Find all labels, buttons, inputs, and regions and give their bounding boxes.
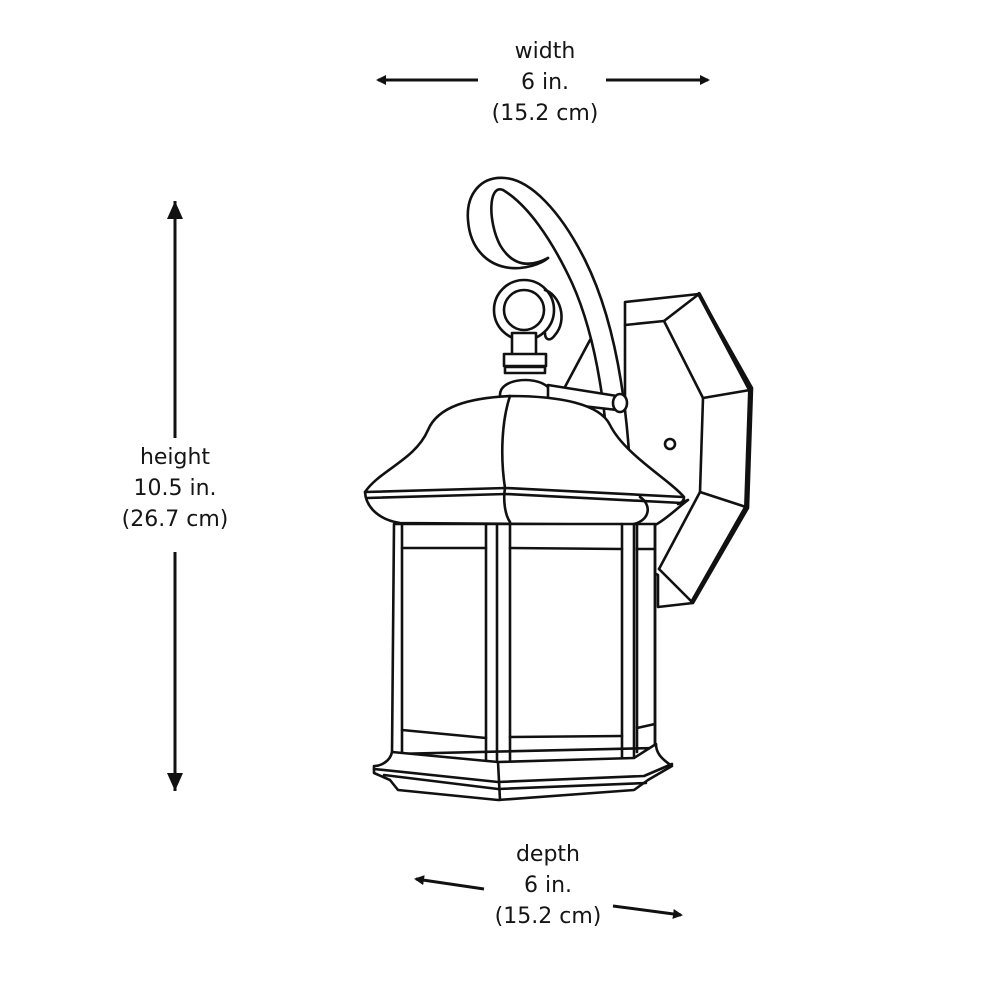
height-name: height <box>139 445 211 470</box>
depth-name: depth <box>515 842 581 867</box>
lantern-base <box>372 742 674 802</box>
width-name: width <box>514 39 576 64</box>
height-imperial: 10.5 in. <box>133 476 217 501</box>
height-dimension-label: height 10.5 in. (26.7 cm) <box>85 442 265 535</box>
finial-loop <box>492 278 563 404</box>
depth-arrow-icon <box>414 875 683 919</box>
width-metric: (15.2 cm) <box>491 101 599 126</box>
wall-backplate <box>623 292 754 609</box>
depth-metric: (15.2 cm) <box>494 904 602 929</box>
depth-dimension-label: depth 6 in. (15.2 cm) <box>448 839 648 932</box>
lantern-body <box>390 522 657 762</box>
depth-imperial: 6 in. <box>523 873 573 898</box>
height-metric: (26.7 cm) <box>121 507 229 532</box>
lantern-roof <box>363 394 690 527</box>
lantern-illustration <box>363 176 754 802</box>
screw-icon <box>663 437 677 451</box>
width-imperial: 6 in. <box>520 70 570 95</box>
width-dimension-label: width 6 in. (15.2 cm) <box>445 36 645 129</box>
